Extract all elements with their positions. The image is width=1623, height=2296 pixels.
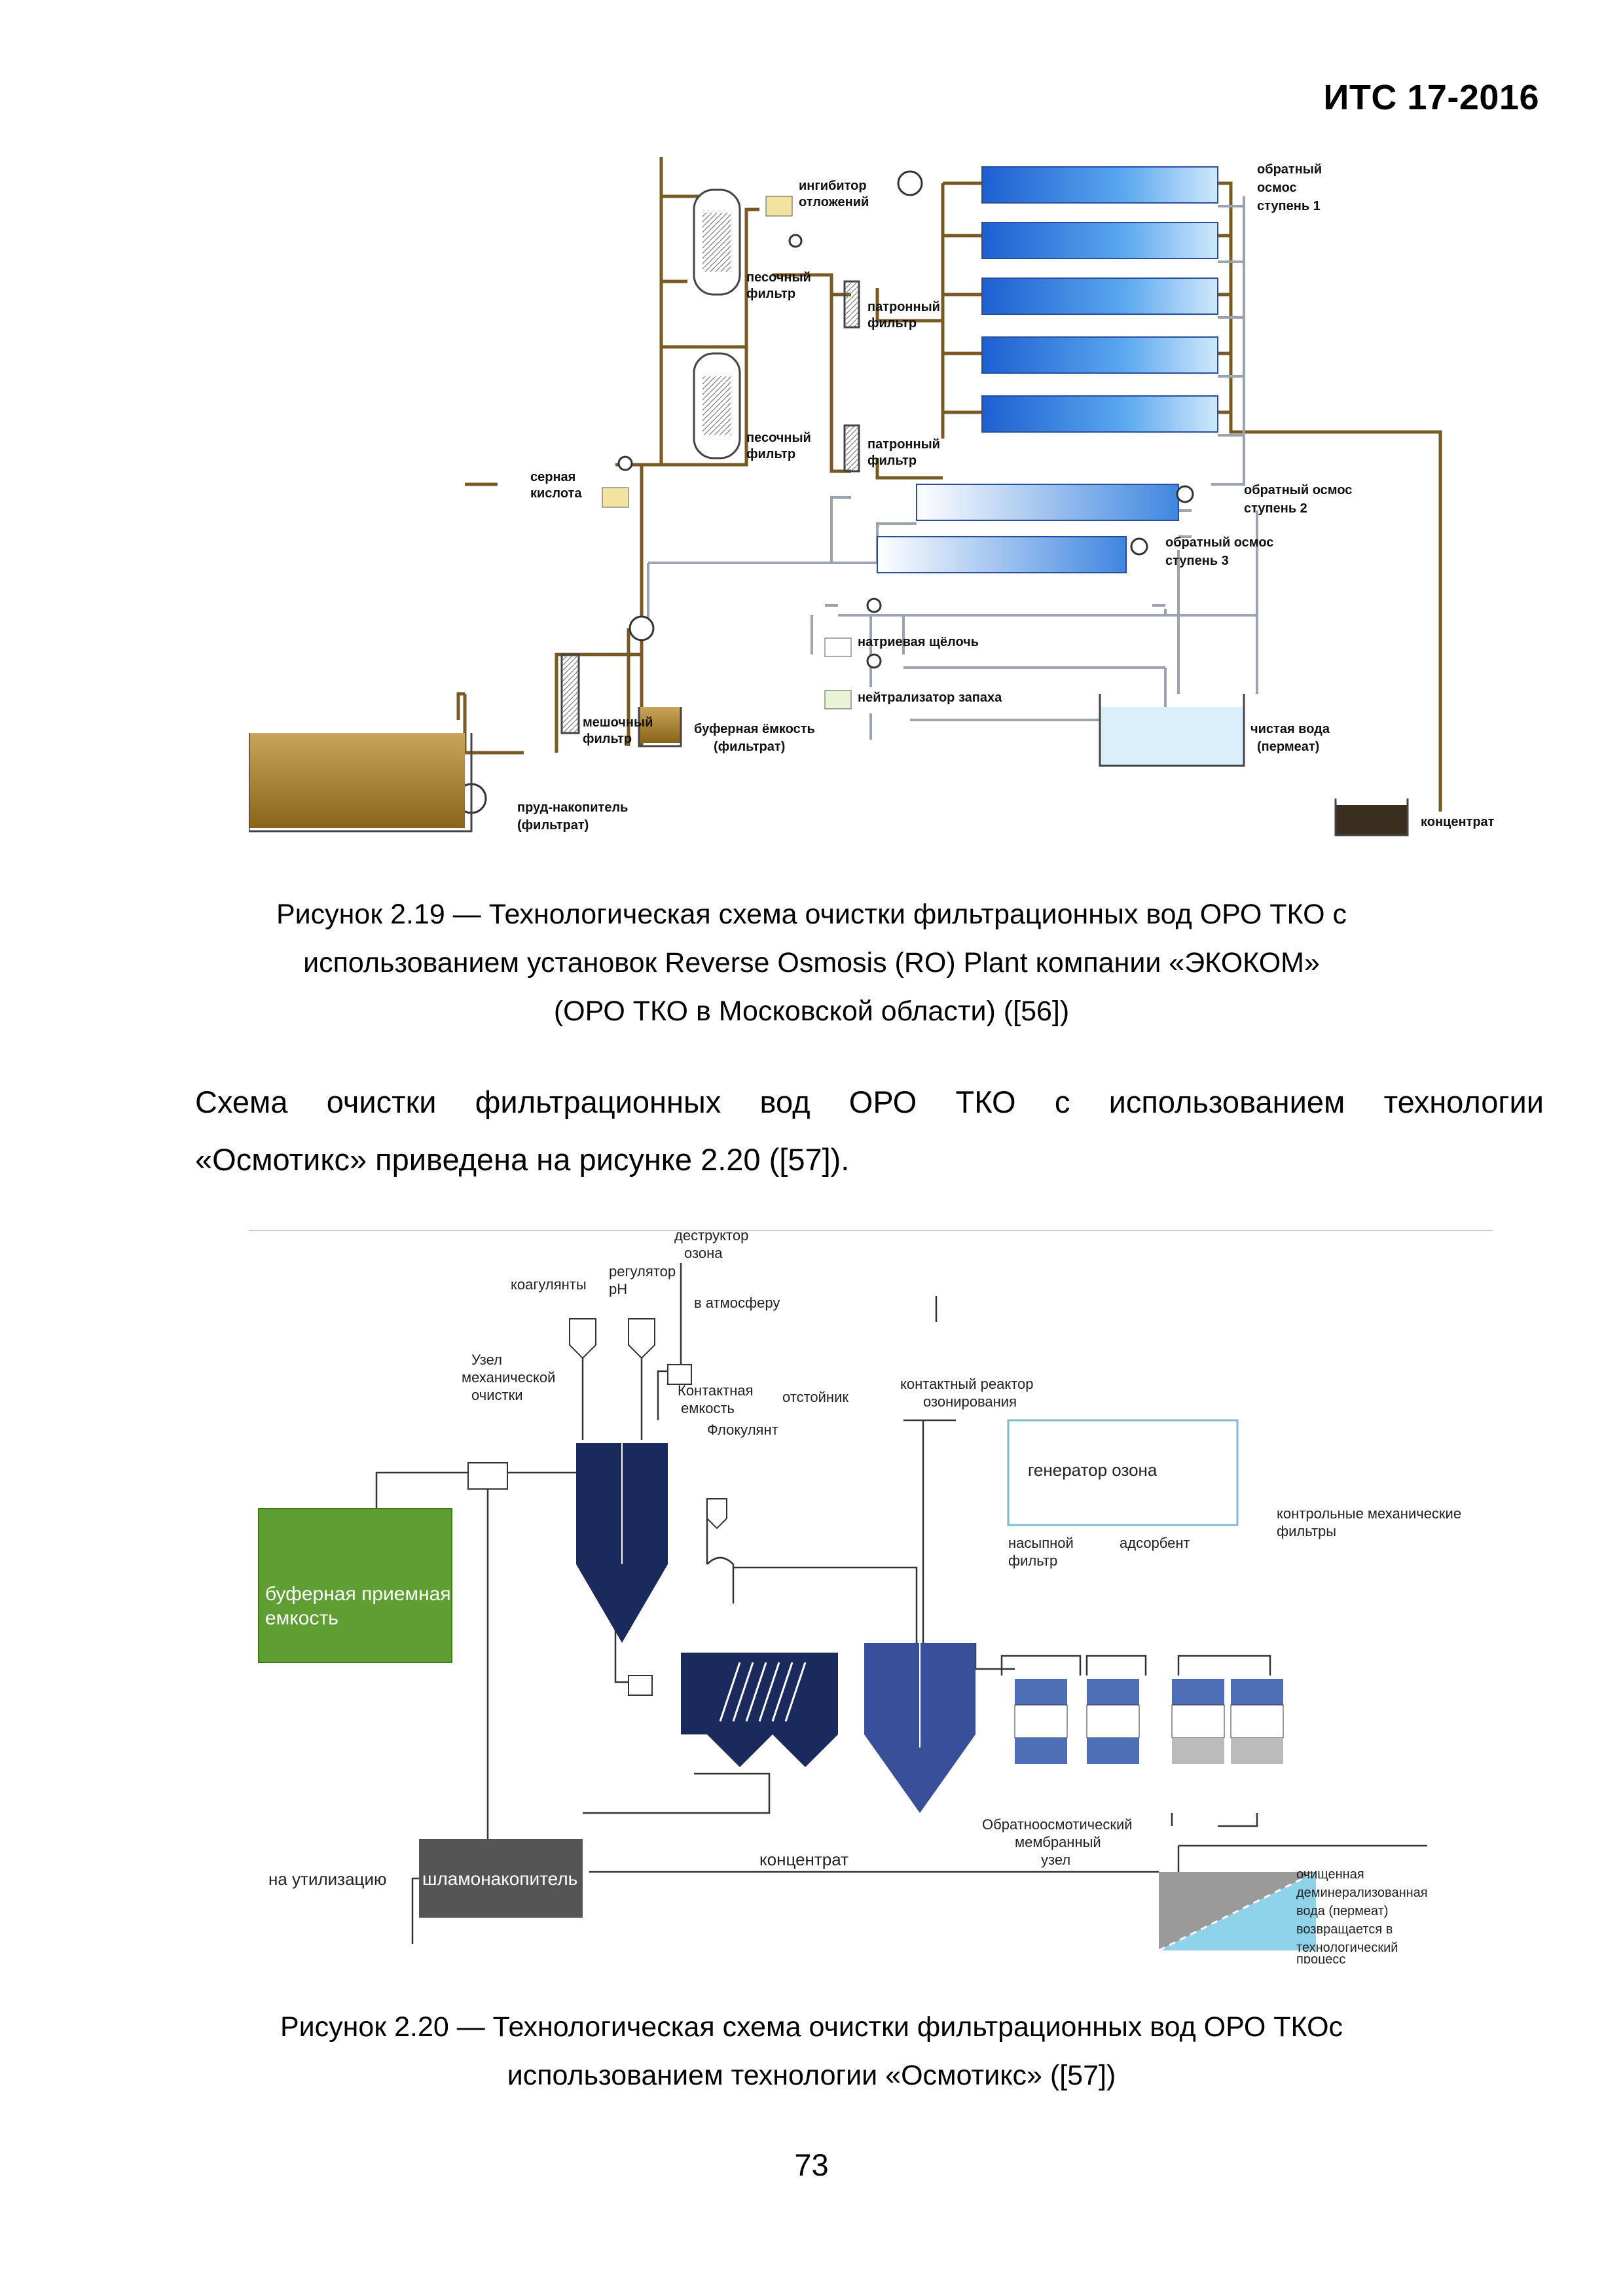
label-adsorbent: адсорбент xyxy=(1120,1535,1190,1551)
figure-ro-plant-scheme: ингибитор отложений песочный фильтр песо… xyxy=(249,157,1495,836)
label-buffer-tank: буферная приемная xyxy=(265,1583,451,1605)
buffer-tank xyxy=(258,1508,452,1663)
ozone-generator xyxy=(1007,1419,1239,1526)
label-sand-filter-2: песочный xyxy=(746,431,811,445)
page-number: 73 xyxy=(794,2147,829,2182)
label-ro-node: Обратноосмотический xyxy=(982,1816,1133,1833)
label-mech-node: Узел xyxy=(471,1352,502,1368)
svg-text:pH: pH xyxy=(609,1281,627,1297)
label-ro-stage-2: обратный осмос xyxy=(1244,483,1352,497)
svg-text:ступень 2: ступень 2 xyxy=(1244,501,1307,516)
figure-2-caption: Рисунок 2.20 — Технологическая схема очи… xyxy=(280,2011,1343,2091)
label-sodium-alkali: натриевая щёлочь xyxy=(858,635,979,649)
svg-text:вода (пермеат): вода (пермеат) xyxy=(1296,1904,1389,1918)
label-ph-regulator: регулятор xyxy=(609,1263,676,1280)
label-bulk-filter: насыпной xyxy=(1008,1535,1074,1551)
label-permeate: очищенная xyxy=(1296,1867,1364,1882)
svg-text:емкость: емкость xyxy=(681,1400,735,1416)
svg-text:узел: узел xyxy=(1041,1852,1070,1868)
label-buffer-tank: буферная ёмкость xyxy=(694,722,815,736)
svg-text:фильтр: фильтр xyxy=(867,316,917,331)
svg-text:ступень 3: ступень 3 xyxy=(1165,554,1229,568)
label-concentrate: концентрат xyxy=(759,1850,848,1869)
label-control-filters: контрольные механические xyxy=(1277,1505,1461,1522)
svg-text:кислота: кислота xyxy=(530,486,582,501)
label-ro-stage-3: обратный осмос xyxy=(1165,535,1273,550)
figure-1-caption: Рисунок 2.19 — Технологическая схема очи… xyxy=(276,899,1347,1027)
svg-text:(пермеат): (пермеат) xyxy=(1257,740,1319,754)
svg-text:(фильтрат): (фильтрат) xyxy=(714,740,785,754)
label-odor-neutralizer: нейтрализатор запаха xyxy=(858,691,1002,705)
svg-text:фильтры: фильтры xyxy=(1277,1523,1336,1539)
label-ozonation-reactor: контактный реактор xyxy=(900,1376,1034,1392)
label-pond: пруд-накопитель xyxy=(517,800,628,815)
svg-text:озона: озона xyxy=(684,1245,723,1261)
label-settler: отстойник xyxy=(782,1389,848,1405)
label-to-disposal: на утилизацию xyxy=(268,1869,386,1889)
settler xyxy=(681,1653,838,1767)
document-code: ИТС 17-2016 xyxy=(1323,78,1539,117)
svg-text:отложений: отложений xyxy=(799,195,869,209)
svg-text:возвращается в: возвращается в xyxy=(1296,1922,1393,1937)
label-ozone-destructor: деструктор xyxy=(674,1227,748,1244)
svg-text:фильтр: фильтр xyxy=(746,447,795,461)
svg-text:ступень 1: ступень 1 xyxy=(1257,199,1321,213)
svg-text:механической: механической xyxy=(462,1369,555,1386)
figure-osmotix-scheme: деструктор озона коагулянты регулятор pH… xyxy=(249,1227,1493,1964)
body-paragraph: Схема очистки фильтрационных вод ОРО ТКО… xyxy=(195,1085,1544,1177)
label-clean-water: чистая вода xyxy=(1250,722,1330,736)
label-coagulants: коагулянты xyxy=(511,1276,587,1293)
svg-text:озонирования: озонирования xyxy=(923,1393,1017,1410)
label-ro-stage-1: обратный xyxy=(1257,162,1322,177)
svg-text:фильтр: фильтр xyxy=(867,454,917,468)
label-sulfuric-acid: серная xyxy=(530,470,575,484)
svg-text:процесс: процесс xyxy=(1296,1952,1345,1964)
svg-text:(фильтрат): (фильтрат) xyxy=(517,818,589,833)
svg-text:емкость: емкость xyxy=(265,1607,338,1629)
label-ozone-generator: генератор озона xyxy=(1028,1460,1158,1480)
label-inhibitor: ингибитор xyxy=(799,179,867,193)
label-to-atmosphere: в атмосферу xyxy=(694,1295,780,1311)
label-sand-filter-1: песочный xyxy=(746,270,811,285)
sludge-storage xyxy=(419,1839,583,1918)
label-cartridge-filter-1: патронный xyxy=(867,300,940,314)
label-flocculant: Флокулянт xyxy=(707,1422,778,1438)
label-cartridge-filter-2: патронный xyxy=(867,437,940,452)
svg-text:мембранный: мембранный xyxy=(1015,1834,1101,1850)
svg-text:фильтр: фильтр xyxy=(583,732,632,746)
label-sludge: шламонакопитель xyxy=(422,1869,577,1889)
svg-text:технологический: технологический xyxy=(1296,1941,1398,1955)
label-bag-filter: мешочный xyxy=(583,715,653,730)
label-contact-tank: Контактная xyxy=(678,1382,754,1399)
svg-text:осмос: осмос xyxy=(1257,181,1297,195)
svg-text:фильтр: фильтр xyxy=(746,287,795,301)
svg-text:фильтр: фильтр xyxy=(1008,1552,1057,1569)
label-concentrate: концентрат xyxy=(1421,815,1495,829)
svg-text:очистки: очистки xyxy=(471,1387,523,1403)
svg-text:деминерализованная: деминерализованная xyxy=(1296,1886,1428,1900)
